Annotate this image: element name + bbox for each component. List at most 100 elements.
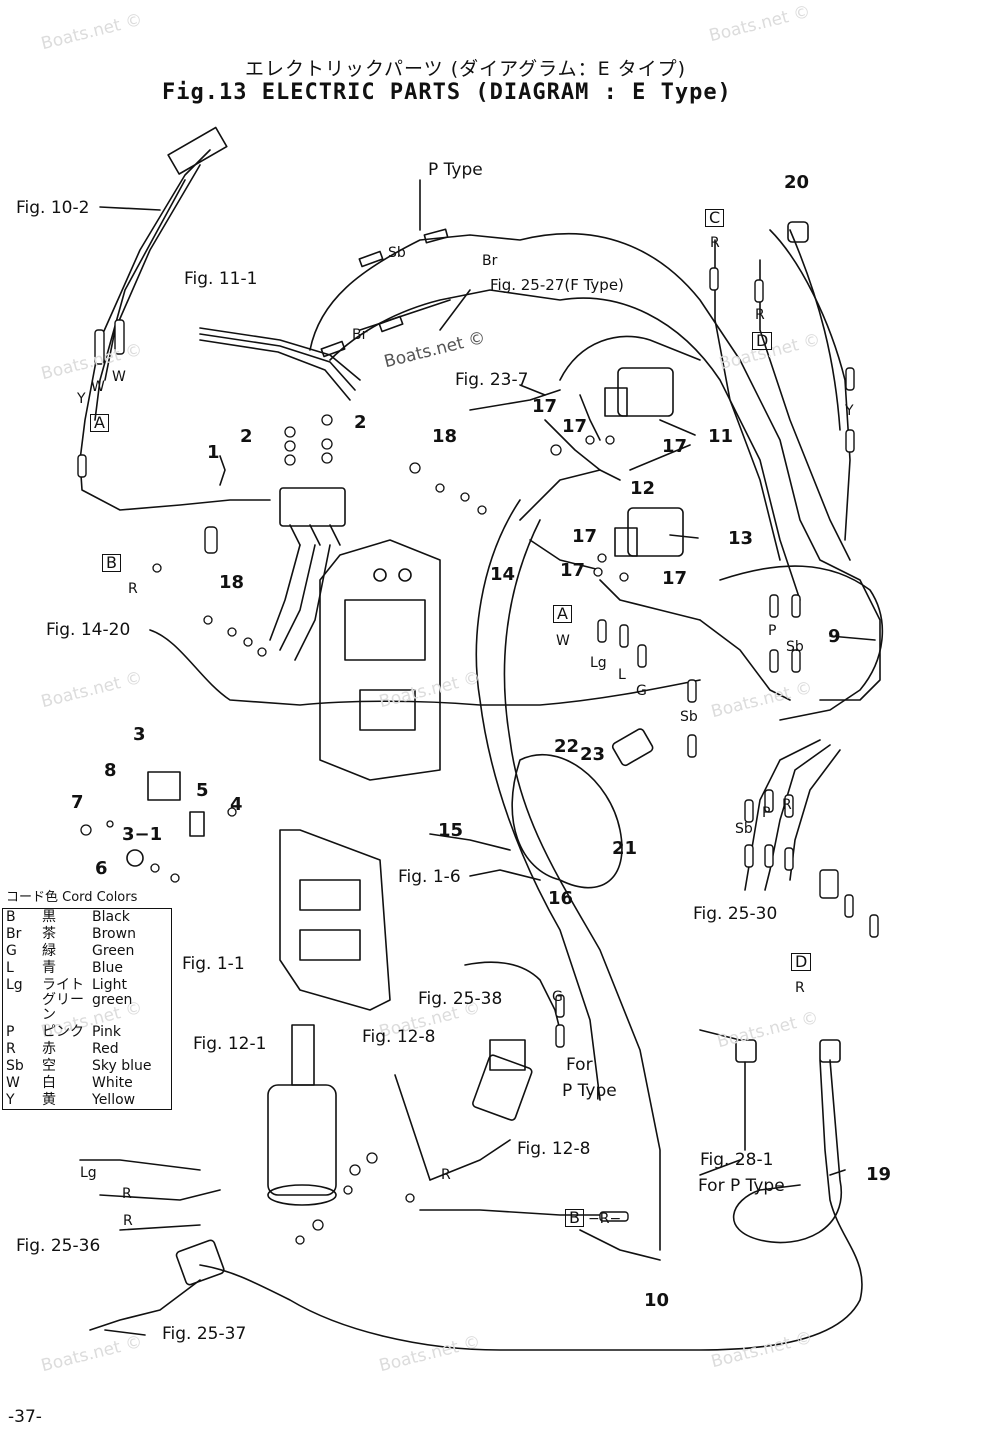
legend-code: R	[6, 1041, 16, 1057]
harness-p-type	[309, 232, 881, 701]
wire-code: G	[552, 989, 563, 1005]
figref-fig1-6: Fig. 1-6	[398, 867, 461, 887]
wire-code: R	[710, 235, 720, 251]
callout-6: 6	[95, 858, 108, 879]
legend-code: G	[6, 943, 17, 959]
legend-english: Light green	[92, 977, 133, 1008]
callout-8: 8	[104, 760, 117, 781]
wire-code: R	[123, 1213, 133, 1229]
wire-code: Sb	[388, 245, 406, 261]
legend-japanese: 青	[42, 960, 56, 976]
figref-fig12-8: Fig. 12-8	[517, 1139, 591, 1159]
callout-21: 21	[612, 838, 638, 859]
legend-english: Sky blue	[92, 1058, 152, 1074]
harness-15	[503, 519, 661, 1251]
component-21	[611, 728, 654, 767]
callout-17: 17	[562, 416, 588, 437]
wire-code: Sb	[680, 709, 698, 725]
callout-2: 2	[240, 426, 253, 447]
callout-1: 1	[207, 442, 220, 463]
harness-fig25-30	[744, 739, 821, 891]
component-20	[787, 221, 809, 243]
legend-english: Green	[92, 943, 135, 959]
wire-code: Sb	[735, 821, 753, 837]
callout-16: 16	[548, 888, 574, 909]
wire-code: R	[441, 1167, 451, 1183]
connector-box-d: D	[791, 953, 812, 971]
wire-code: W	[112, 369, 126, 385]
connector-box-c: C	[705, 209, 725, 227]
wire-code: Lg	[590, 655, 607, 671]
note-p-type: P Type	[428, 160, 483, 180]
harness-14	[475, 499, 601, 1101]
legend-japanese: 緑	[42, 943, 56, 959]
wire-code: W	[556, 633, 570, 649]
connector-fig25-36	[175, 1239, 225, 1286]
legend-english: Brown	[92, 926, 136, 942]
switch-13	[627, 507, 684, 557]
callout-17: 17	[662, 568, 688, 589]
stator-outline	[511, 754, 623, 889]
wire-code: Y	[845, 403, 854, 419]
switch-11	[617, 367, 674, 417]
callout-17: 17	[560, 560, 586, 581]
callout-19: 19	[866, 1164, 892, 1185]
legend-japanese: ライト グリーン	[42, 977, 84, 1023]
legend-japanese: ピンク	[42, 1024, 84, 1040]
legend-japanese: 茶	[42, 926, 56, 942]
callout-20: 20	[784, 172, 810, 193]
bracket-fig1-1	[279, 829, 391, 1011]
harness-19	[199, 1059, 863, 1351]
wire-code: R	[782, 797, 792, 813]
callout-18: 18	[219, 572, 245, 593]
legend-code: P	[6, 1024, 15, 1040]
figref-fig10-2: Fig. 10-2	[16, 198, 90, 218]
callout-22: 22	[554, 736, 580, 757]
callout-3: 3	[133, 724, 146, 745]
wire-code: Sb	[786, 639, 804, 655]
connector-box-a: A	[553, 605, 572, 623]
wire-code: G	[636, 683, 647, 699]
wire-code: R	[128, 581, 138, 597]
wire-code: −R−	[588, 1211, 622, 1227]
note-for-p-type: For P Type	[698, 1176, 785, 1196]
legend-japanese: 赤	[42, 1041, 56, 1057]
callout-3-1: 3−1	[122, 824, 163, 845]
callout-10: 10	[644, 1290, 670, 1311]
wire-code: R	[755, 307, 765, 323]
starter-relay	[472, 1054, 533, 1121]
callout-12: 12	[630, 478, 656, 499]
wire-code: Br	[482, 253, 498, 269]
figref-fig1-1: Fig. 1-1	[182, 954, 245, 974]
figref-fig11-1: Fig. 11-1	[184, 269, 258, 289]
callout-13: 13	[728, 528, 754, 549]
harness-fig10-2	[79, 149, 271, 511]
legend-english: Black	[92, 909, 130, 925]
wire-code: Lg	[80, 1165, 97, 1181]
wire-code: Y	[77, 391, 86, 407]
bracket-3	[147, 771, 181, 801]
figref-fig25-27: Fig. 25-27(F Type)	[490, 276, 624, 294]
callout-11: 11	[708, 426, 734, 447]
legend-english: Red	[92, 1041, 119, 1057]
legend-japanese: 黄	[42, 1092, 56, 1108]
callout-9: 9	[828, 626, 841, 647]
legend-header: コード色 Cord Colors	[6, 890, 138, 905]
legend-code: Lg	[6, 977, 23, 993]
harness-9	[719, 565, 884, 721]
callout-14: 14	[490, 564, 516, 585]
legend-english: White	[92, 1075, 133, 1091]
connector-fig28-1	[735, 1039, 757, 1063]
wire-code: R	[795, 980, 805, 996]
legend-japanese: 白	[42, 1075, 56, 1091]
connector-box-d: D	[752, 332, 773, 350]
starter-motor	[267, 1084, 337, 1196]
legend-row: Lg ライト グリーン Light green	[3, 977, 172, 1024]
callout-18: 18	[432, 426, 458, 447]
